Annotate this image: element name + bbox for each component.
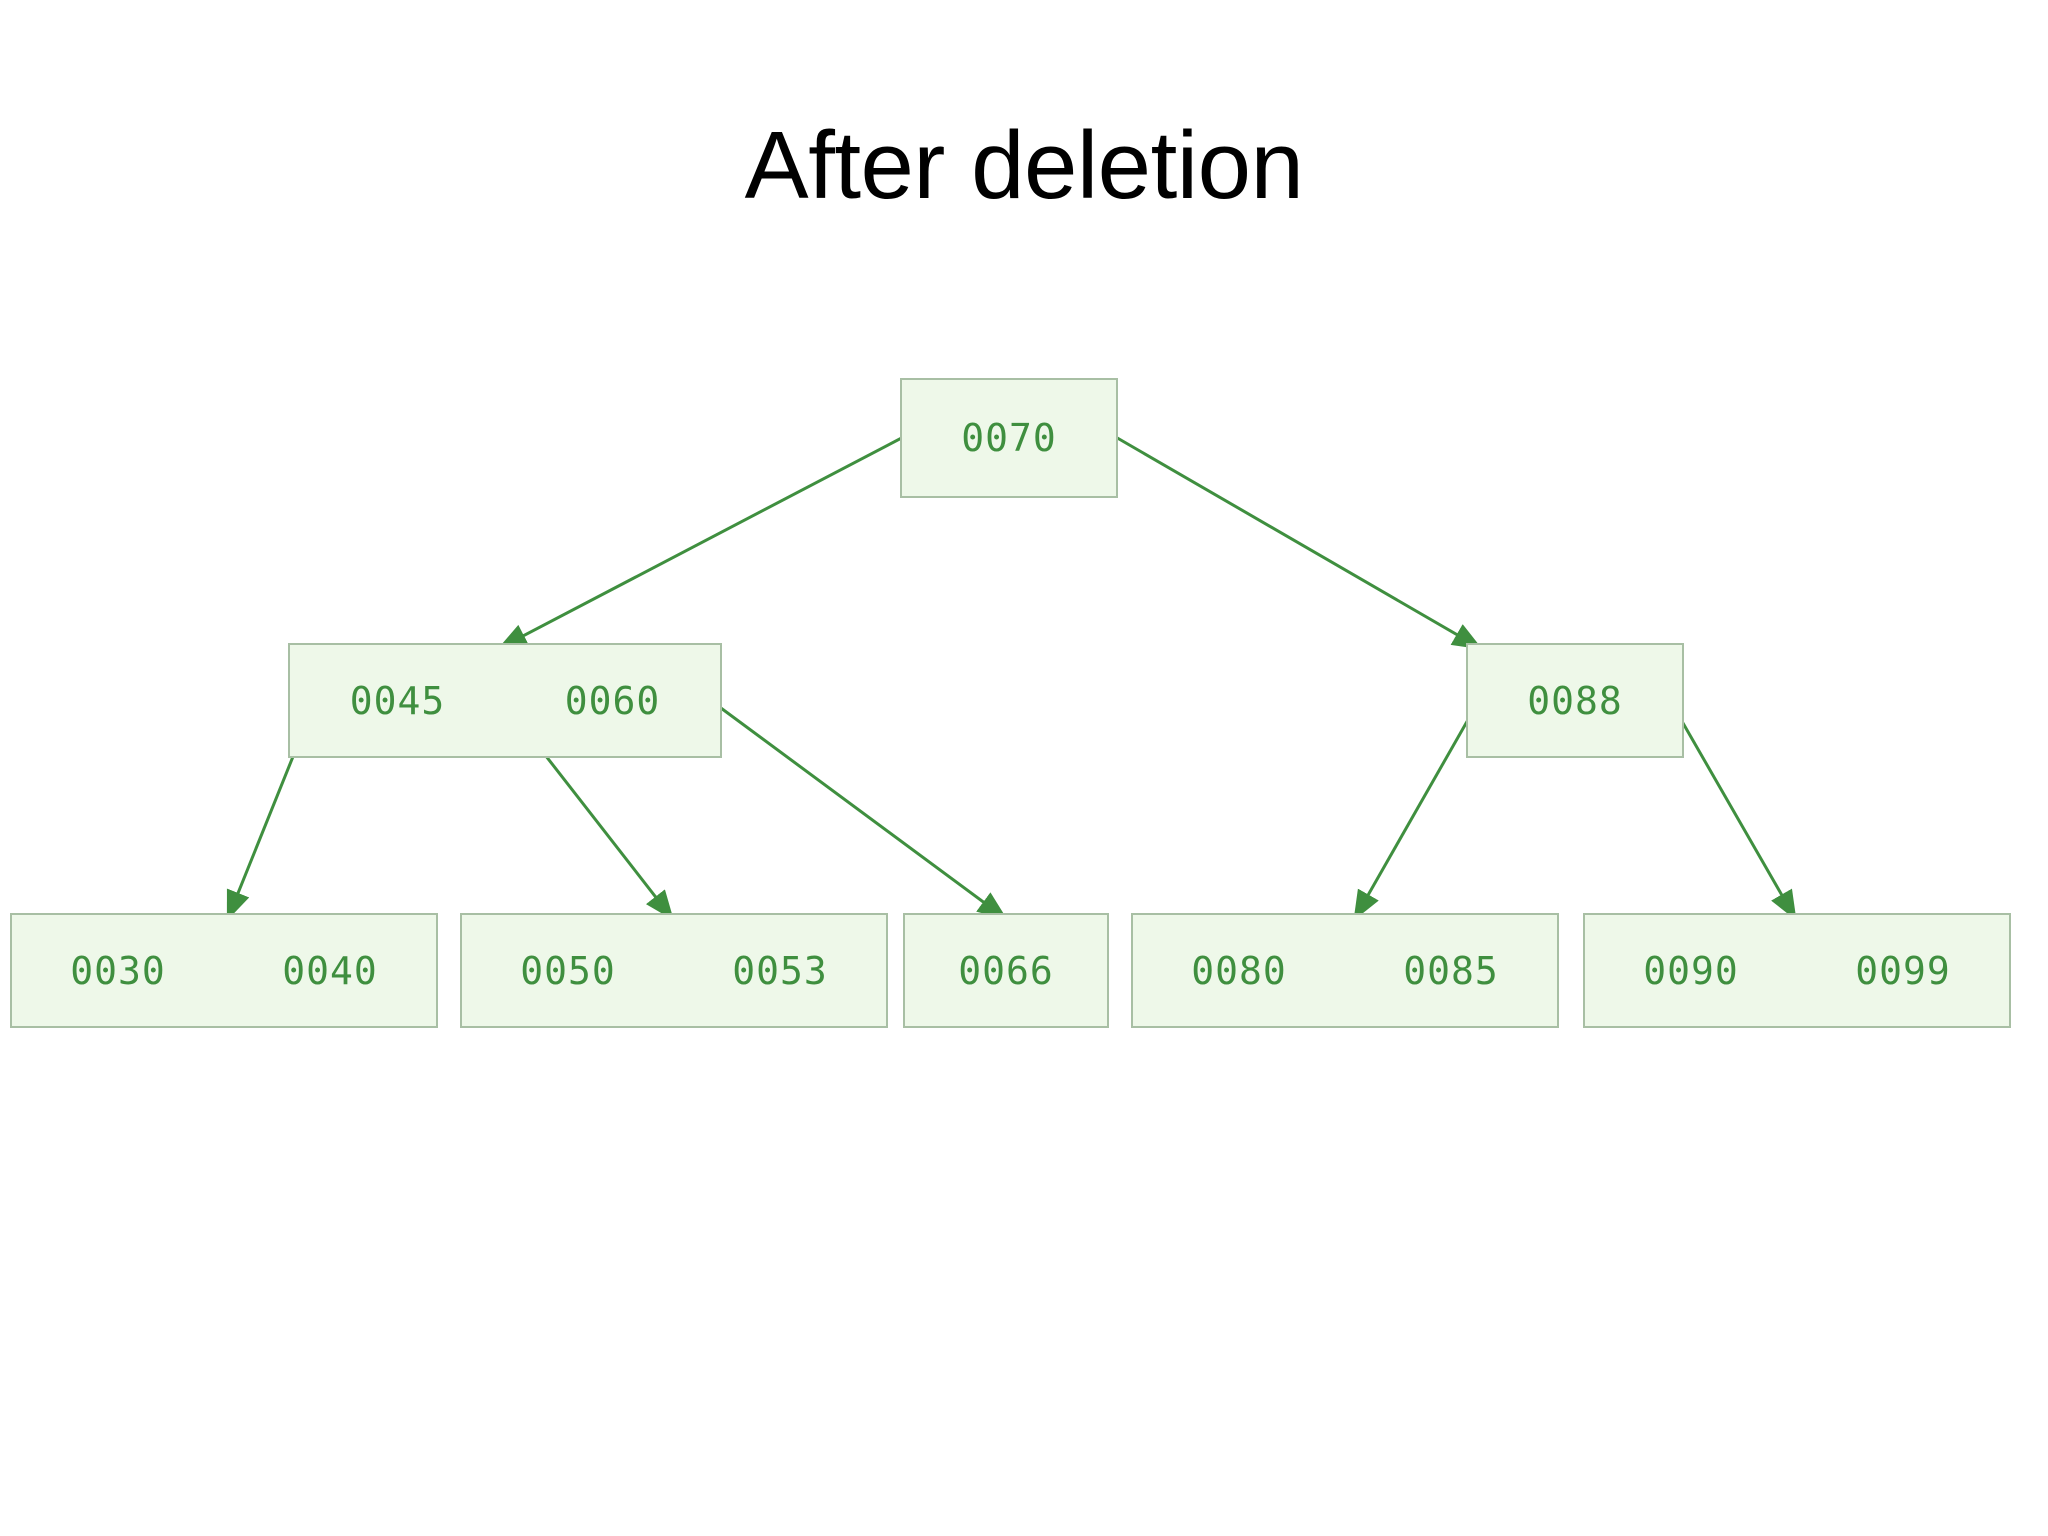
node-key: 0040: [282, 948, 378, 993]
tree-edge: [684, 680, 1008, 920]
node-key: 0099: [1855, 948, 1951, 993]
tree-node-internal-left[interactable]: 0045 0060: [288, 643, 722, 758]
node-key: 0080: [1191, 948, 1287, 993]
tree-node-internal-right[interactable]: 0088: [1466, 643, 1684, 758]
node-key: 0060: [564, 678, 661, 723]
node-key: 0090: [1643, 948, 1739, 993]
tree-edge: [1654, 673, 1797, 921]
node-key: 0053: [732, 948, 828, 993]
node-key: 0050: [520, 948, 616, 993]
tree-node-root[interactable]: 0070: [900, 378, 1118, 498]
tree-edge: [1353, 673, 1495, 921]
tree-node-leaf-1[interactable]: 0030 0040: [10, 913, 438, 1028]
tree-node-leaf-2[interactable]: 0050 0053: [460, 913, 888, 1028]
node-key: 0070: [961, 416, 1057, 460]
tree-node-leaf-4[interactable]: 0080 0085: [1131, 913, 1559, 1028]
tree-node-leaf-5[interactable]: 0090 0099: [1583, 913, 2011, 1028]
tree-edge: [497, 419, 937, 650]
node-key: 0066: [958, 948, 1054, 993]
node-key: 0030: [70, 948, 166, 993]
page-title: After deletion: [744, 112, 1304, 219]
node-key: 0088: [1527, 678, 1623, 723]
tree-edge: [1083, 418, 1483, 650]
node-key: 0085: [1403, 948, 1499, 993]
node-key: 0045: [349, 678, 446, 723]
tree-node-leaf-3[interactable]: 0066: [903, 913, 1109, 1028]
